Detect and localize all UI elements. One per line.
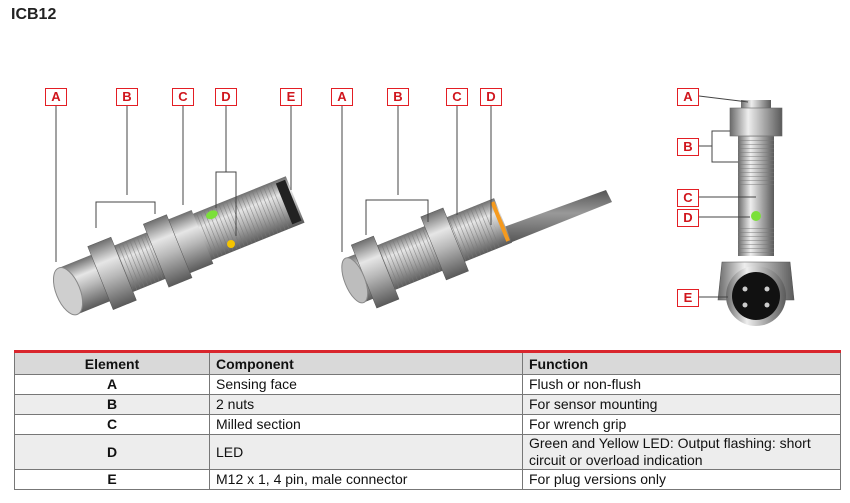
cell-function: Green and Yellow LED: Output flashing: s…	[522, 434, 841, 470]
callout-b: B	[387, 88, 409, 106]
cell-function: For sensor mounting	[522, 394, 841, 415]
page-title: ICB12	[11, 6, 57, 23]
callout-e: E	[677, 289, 699, 307]
cell-element: A	[14, 374, 210, 395]
table-row: B 2 nuts For sensor mounting	[14, 394, 841, 415]
cell-function: Flush or non-flush	[522, 374, 841, 395]
callout-d: D	[215, 88, 237, 106]
callout-e: E	[280, 88, 302, 106]
cell-function: For wrench grip	[522, 414, 841, 435]
cell-component: Milled section	[209, 414, 523, 435]
callout-b: B	[677, 138, 699, 156]
yellow-led-icon	[227, 240, 235, 248]
callout-d: D	[480, 88, 502, 106]
header-component: Component	[209, 350, 523, 375]
callout-b: B	[116, 88, 138, 106]
callout-a: A	[45, 88, 67, 106]
cell-function: For plug versions only	[522, 469, 841, 490]
sensor-cable-version	[341, 198, 513, 309]
cell-element: C	[14, 414, 210, 435]
cell-component: 2 nuts	[209, 394, 523, 415]
header-element: Element	[14, 350, 210, 375]
callout-c: C	[677, 189, 699, 207]
cell-component: LED	[209, 434, 523, 470]
cell-element: E	[14, 469, 210, 490]
cell-element: B	[14, 394, 210, 415]
table-row: E M12 x 1, 4 pin, male connector For plu…	[14, 469, 841, 490]
sensor-front-view	[717, 100, 795, 326]
table-row: D LED Green and Yellow LED: Output flash…	[14, 434, 841, 470]
callout-a: A	[677, 88, 699, 106]
header-function: Function	[522, 350, 841, 375]
callout-a: A	[331, 88, 353, 106]
cell-component: Sensing face	[209, 374, 523, 395]
cell-element: D	[14, 434, 210, 470]
callout-c: C	[446, 88, 468, 106]
sensor-connector-version	[52, 176, 305, 316]
component-table: Element Component Function A Sensing fac…	[14, 350, 841, 490]
table-row: A Sensing face Flush or non-flush	[14, 374, 841, 395]
callout-d: D	[677, 209, 699, 227]
callout-c: C	[172, 88, 194, 106]
table-row: C Milled section For wrench grip	[14, 414, 841, 435]
sensor-illustration	[52, 95, 795, 326]
table-header-row: Element Component Function	[14, 350, 841, 375]
cell-component: M12 x 1, 4 pin, male connector	[209, 469, 523, 490]
